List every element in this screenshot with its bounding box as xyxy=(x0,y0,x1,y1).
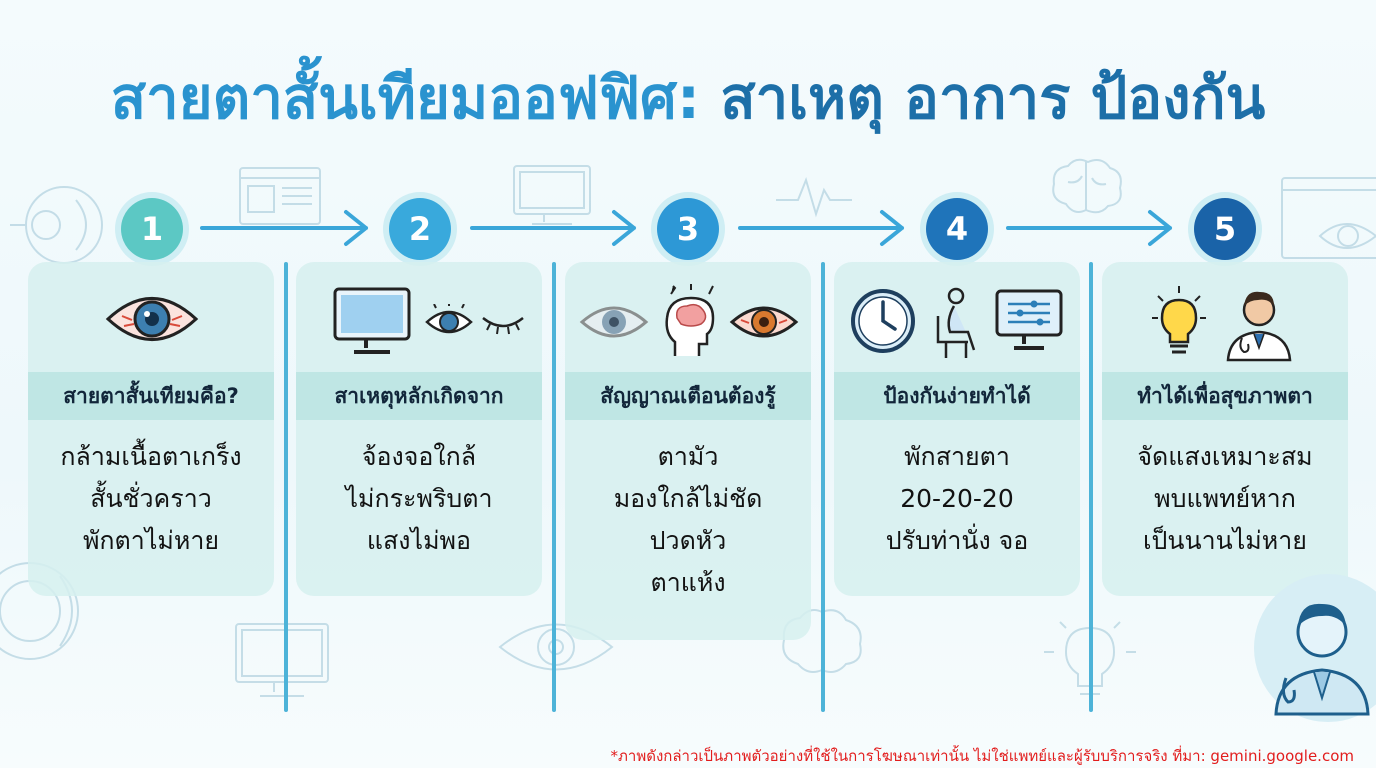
bg-eye-window-icon xyxy=(1281,177,1376,259)
step-card-1: สายตาสั้นเทียมคือ? กล้ามเนื้อตาเกร็ง สั้… xyxy=(28,262,274,596)
blurry-eye-icon xyxy=(579,306,649,338)
step-body: ตามัว มองใกล้ไม่ชัด ปวดหัว ตาแห้ง xyxy=(565,436,811,604)
settings-monitor-icon xyxy=(995,289,1063,350)
bg-eye-bottom-icon xyxy=(498,623,614,671)
step-card-5: ทำได้เพื่อสุขภาพตา จัดแสงเหมาะสม พบแพทย์… xyxy=(1102,262,1348,596)
bg-brain-icon xyxy=(1052,158,1122,214)
arrow-4-5 xyxy=(1006,210,1172,246)
step-badge-2: 2 xyxy=(389,198,451,260)
open-eye-icon xyxy=(425,304,473,334)
step-line: ปรับท่านั่ง จอ xyxy=(885,526,1029,555)
arrow-3-4 xyxy=(738,210,904,246)
step-card-4: ป้องกันง่ายทำได้ พักสายตา 20-20-20 ปรับท… xyxy=(834,262,1080,596)
bg-monitor-bottom-icon xyxy=(235,623,329,697)
step-line: เป็นนานไม่หาย xyxy=(1143,526,1307,555)
step-line: 20-20-20 xyxy=(900,484,1014,513)
bg-browser-window-icon xyxy=(239,167,321,225)
step-heading: สัญญาณเตือนต้องรู้ xyxy=(565,372,811,420)
bg-monitor-icon xyxy=(513,165,591,225)
step-badge-4: 4 xyxy=(926,198,988,260)
arrow-2-3 xyxy=(470,210,636,246)
step-line: แสงไม่พอ xyxy=(366,526,472,555)
step-heading: สายตาสั้นเทียมคือ? xyxy=(28,372,274,420)
title-part-1: สายตาสั้นเทียมออฟฟิศ: xyxy=(110,64,701,132)
monitor-icon xyxy=(333,287,411,354)
step-badge-3: 3 xyxy=(657,198,719,260)
step-line: ปวดหัว xyxy=(649,526,727,555)
step-line: จ้องจอใกล้ xyxy=(361,442,477,471)
step-heading: ทำได้เพื่อสุขภาพตา xyxy=(1102,372,1348,420)
step-heading: ป้องกันง่ายทำได้ xyxy=(834,372,1080,420)
irritated-eye-icon xyxy=(729,306,799,338)
headache-icon xyxy=(665,284,715,356)
step-body: จัดแสงเหมาะสม พบแพทย์หาก เป็นนานไม่หาย xyxy=(1102,436,1348,562)
separator-line xyxy=(1089,262,1093,712)
bg-heartbeat-icon xyxy=(776,176,852,218)
step-badge-5: 5 xyxy=(1194,198,1256,260)
step-line: จัดแสงเหมาะสม xyxy=(1137,442,1313,471)
step-body: จ้องจอใกล้ ไม่กระพริบตา แสงไม่พอ xyxy=(296,436,542,562)
step-heading: สาเหตุหลักเกิดจาก xyxy=(296,372,542,420)
doctor-avatar-icon xyxy=(1254,574,1376,722)
step-line: ไม่กระพริบตา xyxy=(345,484,493,513)
sitting-person-icon xyxy=(936,287,976,358)
separator-line xyxy=(284,262,288,712)
step-line: พบแพทย์หาก xyxy=(1154,484,1296,513)
step-line: พักตาไม่หาย xyxy=(82,526,220,555)
doctor-icon xyxy=(1226,291,1292,362)
step-line: สั้นชั่วคราว xyxy=(90,484,212,513)
closed-eye-icon xyxy=(482,317,524,335)
step-line: ตาแห้ง xyxy=(650,568,726,597)
step-card-2: สาเหตุหลักเกิดจาก จ้องจอใกล้ ไม่กระพริบต… xyxy=(296,262,542,596)
disclaimer-note: *ภาพดังกล่าวเป็นภาพตัวอย่างที่ใช้ในการโฆ… xyxy=(610,747,1354,765)
separator-line xyxy=(821,262,825,712)
step-body: พักสายตา 20-20-20 ปรับท่านั่ง จอ xyxy=(834,436,1080,562)
page-title: สายตาสั้นเทียมออฟฟิศ: สาเหตุ อาการ ป้องก… xyxy=(0,58,1376,138)
step-line: มองใกล้ไม่ชัด xyxy=(613,484,763,513)
step-line: กล้ามเนื้อตาเกร็ง xyxy=(60,442,242,471)
clock-icon xyxy=(851,289,915,353)
step-line: ตามัว xyxy=(657,442,719,471)
step-line: พักสายตา xyxy=(904,442,1010,471)
lightbulb-icon xyxy=(1152,286,1206,354)
title-part-2: สาเหตุ อาการ ป้องกัน xyxy=(720,64,1266,132)
red-eye-icon xyxy=(105,297,199,341)
step-badge-1: 1 xyxy=(121,198,183,260)
arrow-1-2 xyxy=(200,210,368,246)
separator-line xyxy=(552,262,556,712)
step-card-3: สัญญาณเตือนต้องรู้ ตามัว มองใกล้ไม่ชัด ป… xyxy=(565,262,811,640)
step-body: กล้ามเนื้อตาเกร็ง สั้นชั่วคราว พักตาไม่ห… xyxy=(28,436,274,562)
step-arrows xyxy=(200,210,1172,246)
